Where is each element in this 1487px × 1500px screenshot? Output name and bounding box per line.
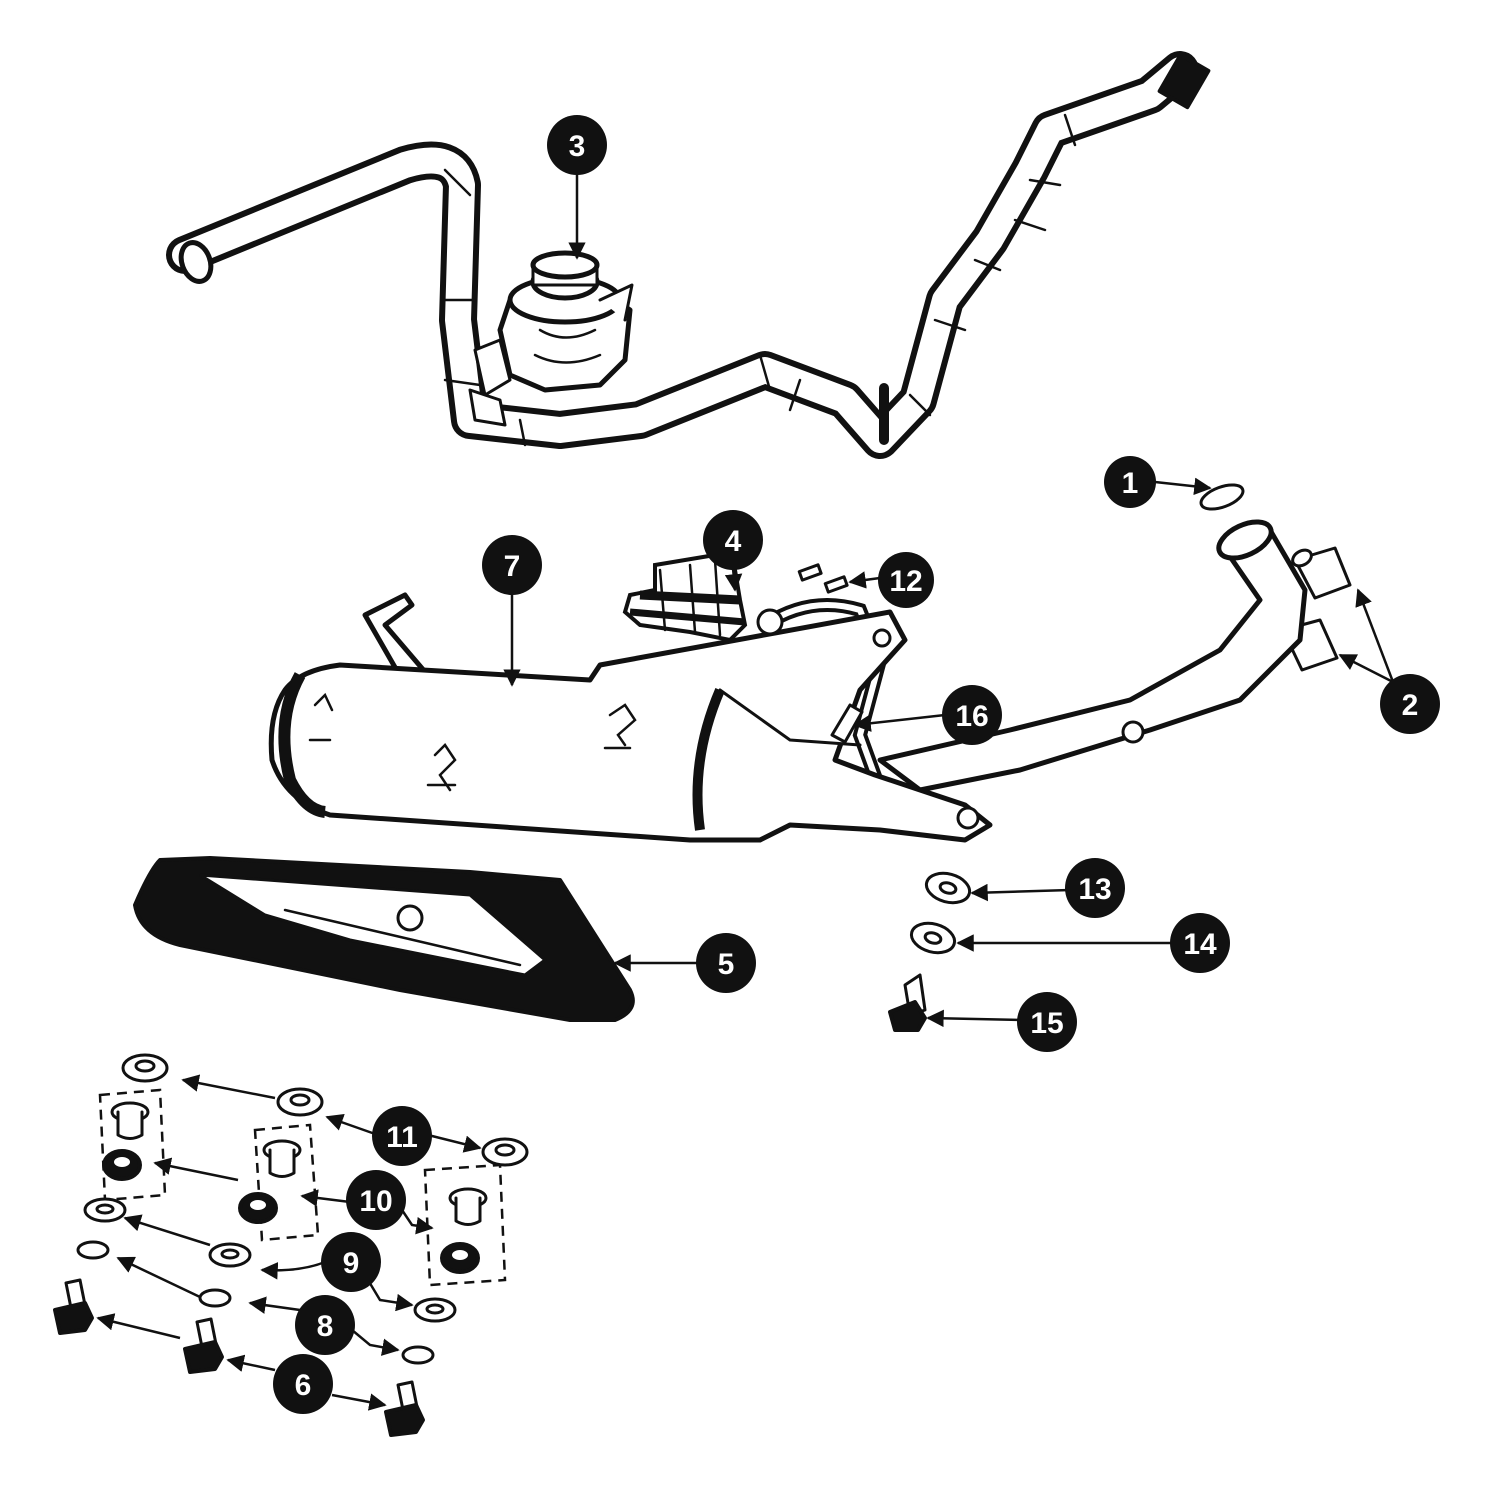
callout-1-label: 1 <box>1122 467 1139 500</box>
callout-16: 16 <box>942 685 1002 745</box>
washer-13 <box>924 871 972 905</box>
small-screws <box>797 563 849 594</box>
callout-10-label: 10 <box>359 1185 392 1218</box>
callout-3-label: 3 <box>569 130 586 163</box>
callout-15: 15 <box>1017 992 1077 1052</box>
callout-2-label: 2 <box>1402 689 1419 722</box>
callout-11-label: 11 <box>386 1121 418 1154</box>
exhaust-gasket <box>1199 483 1245 511</box>
callout-15-label: 15 <box>1030 1007 1063 1040</box>
callout-10: 10 <box>346 1170 406 1230</box>
callout-7: 7 <box>482 535 542 595</box>
callout-13: 13 <box>1065 858 1125 918</box>
air-valve <box>468 250 634 427</box>
callout-4-label: 4 <box>725 525 742 558</box>
callout-9-label: 9 <box>343 1247 360 1280</box>
callout-14: 14 <box>1170 913 1230 973</box>
callout-7-label: 7 <box>504 550 521 583</box>
hardware-kit <box>53 1053 529 1437</box>
callout-5: 5 <box>696 933 756 993</box>
callout-6-label: 6 <box>295 1369 312 1402</box>
callout-8-label: 8 <box>317 1310 334 1343</box>
callout-1: 1 <box>1104 456 1156 508</box>
callout-3: 3 <box>547 115 607 175</box>
callout-2: 2 <box>1380 674 1440 734</box>
secondary-air-pipe <box>166 51 1211 459</box>
bolt-15 <box>888 973 927 1032</box>
callout-13-label: 13 <box>1078 873 1111 906</box>
callout-12-label: 12 <box>889 565 922 598</box>
muffler <box>268 519 1308 843</box>
callout-16-label: 16 <box>955 700 988 733</box>
callout-4: 4 <box>703 510 763 570</box>
heat-shield <box>133 856 635 1022</box>
callout-12: 12 <box>878 552 934 608</box>
callout-11: 11 <box>372 1106 432 1166</box>
washer-14 <box>909 921 957 955</box>
mounting-bracket <box>622 552 748 643</box>
callout-5-label: 5 <box>718 948 735 981</box>
leader-lines <box>96 172 1395 1411</box>
callout-6: 6 <box>273 1354 333 1414</box>
callout-9: 9 <box>321 1232 381 1292</box>
callout-14-label: 14 <box>1183 928 1217 961</box>
callout-8: 8 <box>295 1295 355 1355</box>
